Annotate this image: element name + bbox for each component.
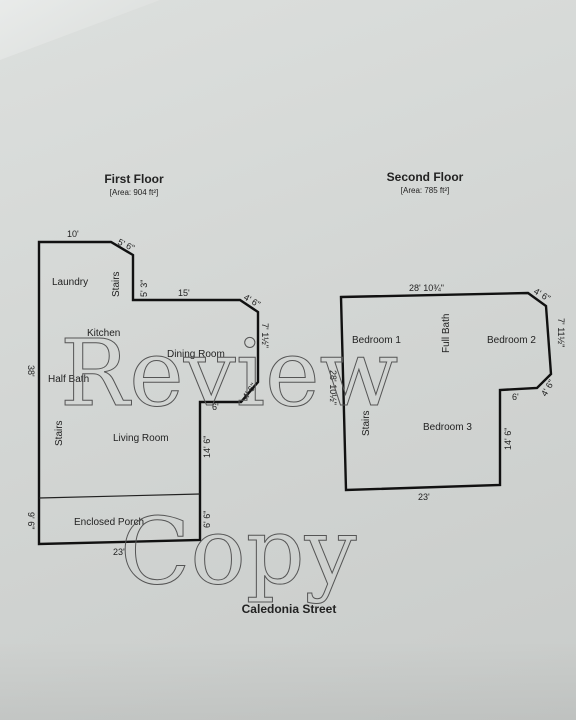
dim-ff-step-v: 5' 3" — [139, 280, 149, 297]
second-floor-title: Second Floor — [387, 170, 464, 184]
street-label: Caledonia Street — [242, 602, 337, 616]
room-half-bath: Half Bath — [48, 374, 89, 385]
room-bedroom-3: Bedroom 3 — [423, 422, 472, 433]
room-full-bath: Full Bath — [441, 314, 452, 353]
dim-ff-mid-h: 15' — [178, 288, 190, 298]
dim-ff-left-porch: 9' 6" — [26, 512, 36, 529]
dim-sf-low-v: 14' 6" — [503, 428, 513, 450]
porch-divider-wall — [38, 493, 201, 499]
dim-ff-top: 10' — [67, 229, 79, 239]
room-dining: Dining Room — [167, 349, 225, 360]
room-stairs-top: Stairs — [111, 271, 122, 297]
dim-ff-notch-h: 6' — [212, 402, 219, 412]
dim-sf-top: 28' 10¾" — [409, 283, 444, 293]
dim-ff-porch-v: 6' 6" — [202, 511, 212, 528]
dim-sf-left-v: 28' 10½" — [328, 370, 338, 405]
watermark-copy: Copy — [120, 498, 357, 605]
room-stairs-left: Stairs — [54, 420, 65, 446]
room-kitchen: Kitchen — [87, 328, 120, 339]
dim-sf-bottom: 23' — [418, 492, 430, 502]
first-floor-title: First Floor — [104, 172, 164, 186]
watermark-review: Review — [60, 320, 398, 427]
room-stairs-second: Stairs — [361, 410, 372, 436]
room-porch: Enclosed Porch — [74, 517, 144, 528]
room-living: Living Room — [113, 433, 169, 444]
room-bedroom-2: Bedroom 2 — [487, 335, 536, 346]
paper-shadow — [0, 640, 576, 720]
dim-sf-diag-low: 4' 6" — [539, 378, 556, 398]
dim-ff-low-v: 14' 6" — [202, 436, 212, 458]
dim-ff-bottom: 23' — [113, 547, 125, 557]
dim-ff-left-v: 38' — [26, 365, 36, 377]
dim-sf-diag-top: 4' 6" — [532, 286, 552, 303]
room-laundry: Laundry — [52, 277, 88, 288]
dim-ff-right-v: 7' 1½" — [260, 323, 270, 348]
dim-sf-notch-h: 6' — [512, 392, 519, 402]
first-floor-outline — [37, 240, 260, 546]
first-floor-area: [Area: 904 ft²] — [110, 188, 158, 197]
dim-sf-right-v: 7' 11½" — [556, 318, 566, 347]
second-floor-outline — [339, 291, 553, 492]
room-bedroom-1: Bedroom 1 — [352, 335, 401, 346]
second-floor-area: [Area: 785 ft²] — [401, 186, 449, 195]
